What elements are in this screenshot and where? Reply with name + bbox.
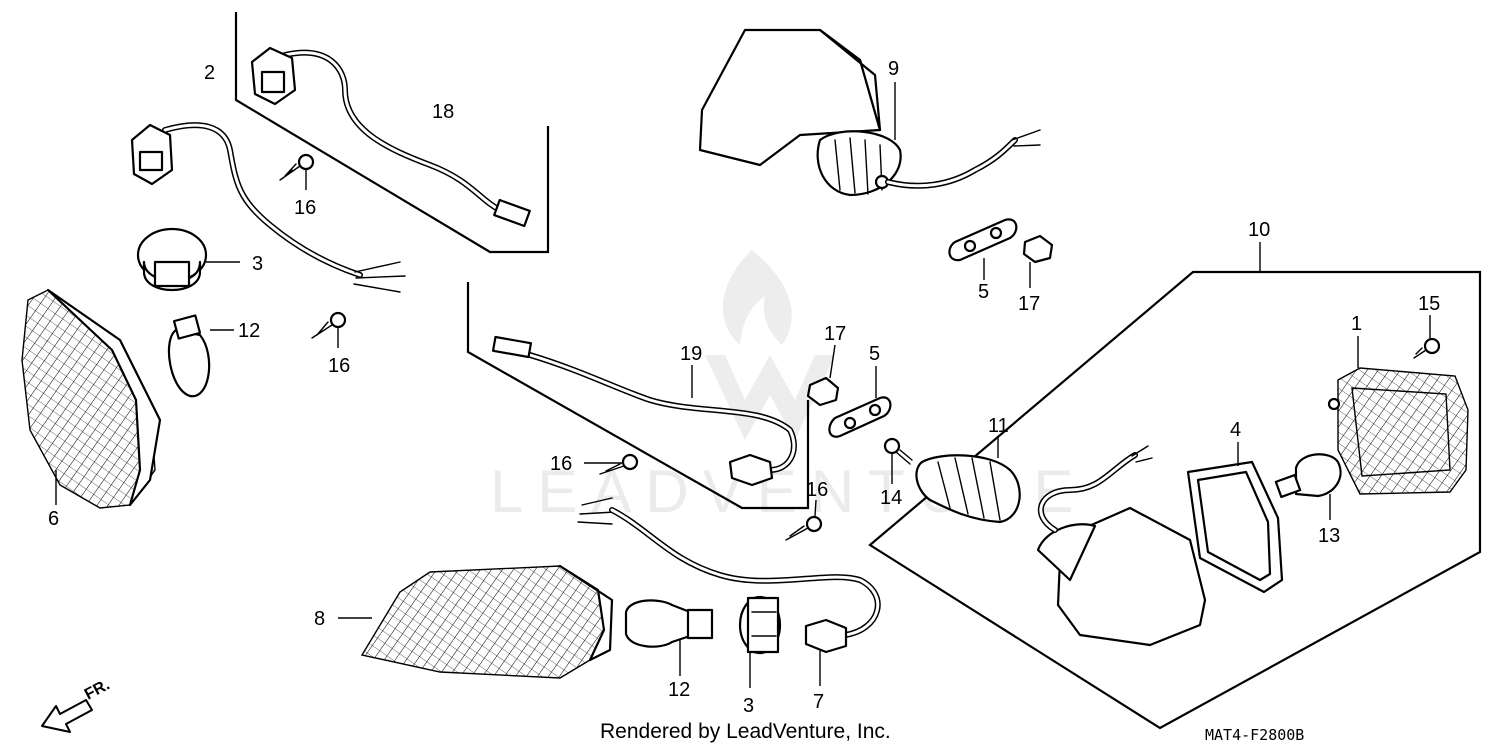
screw-16-middle-right [785,499,823,541]
callout-2: 2 [204,62,215,84]
callout-14: 14 [880,487,902,509]
callout-3-lower: 3 [743,695,754,717]
rear-winker-assembly-frame [868,242,1482,730]
callout-18: 18 [432,101,454,123]
screw-16-upper [279,153,315,190]
wire-harness-7 [577,497,881,686]
bulb-13 [1274,453,1342,520]
footer-credit: Rendered by LeadVenture, Inc. [600,720,891,743]
callout-8: 8 [314,608,325,630]
callout-5-upper: 5 [978,281,989,303]
callout-17-middle: 17 [824,323,846,345]
wire-harness-18 [250,46,531,228]
front-winker-lens-6 [21,288,162,509]
diagram-code: MAT4-F2800B [1205,726,1304,744]
callout-10: 10 [1248,219,1270,241]
callout-17-upper: 17 [1018,293,1040,315]
front-direction-indicator: FR. [41,676,113,733]
setting-plate-5-middle [828,366,892,438]
callout-11: 11 [988,415,1009,437]
callout-4: 4 [1230,419,1241,441]
callout-labels: 1 2 3 3 4 5 5 6 7 8 9 10 11 12 12 13 14 … [48,58,1440,717]
harness-19-frame [466,282,810,510]
front-winker-lens-8 [338,564,614,679]
bulb-12-left [167,314,234,398]
callout-16-middle-left: 16 [550,453,572,475]
callout-15: 15 [1418,293,1440,315]
nut-17-upper [1022,234,1054,288]
bulb-socket-3-lower [738,595,782,688]
nut-17-middle [806,344,840,407]
callout-6: 6 [48,508,59,530]
bulb-12-lower [624,599,714,676]
screw-16-lower [311,311,347,348]
callout-13: 13 [1318,525,1340,547]
harness-18-frame [234,12,550,254]
callout-16-lower: 16 [328,355,350,377]
rear-winker-lens-1 [1327,336,1469,495]
rubber-cover-11 [915,436,1021,524]
callout-16-middle-right: 16 [806,479,828,501]
wire-harness-2 [130,122,406,293]
callout-9: 9 [888,58,899,80]
screw-15 [1413,315,1441,359]
callout-5-middle: 5 [869,343,880,365]
gasket-4 [1186,442,1284,594]
setting-plate-5-upper [948,218,1018,280]
callout-19: 19 [680,343,702,365]
screw-14 [883,437,913,484]
screw-16-middle-left [584,453,639,475]
callout-16-upper: 16 [294,197,316,219]
bulb-socket-3-left [136,227,240,291]
callout-7: 7 [813,691,824,713]
callout-12-left: 12 [238,320,260,342]
rear-winker-9 [698,28,1041,197]
wire-harness-19 [491,335,797,487]
callout-1: 1 [1351,313,1362,335]
rear-winker-body [1036,445,1207,647]
callout-12-lower: 12 [668,679,690,701]
callout-3-left: 3 [252,253,263,275]
front-arrow-icon [41,699,93,733]
